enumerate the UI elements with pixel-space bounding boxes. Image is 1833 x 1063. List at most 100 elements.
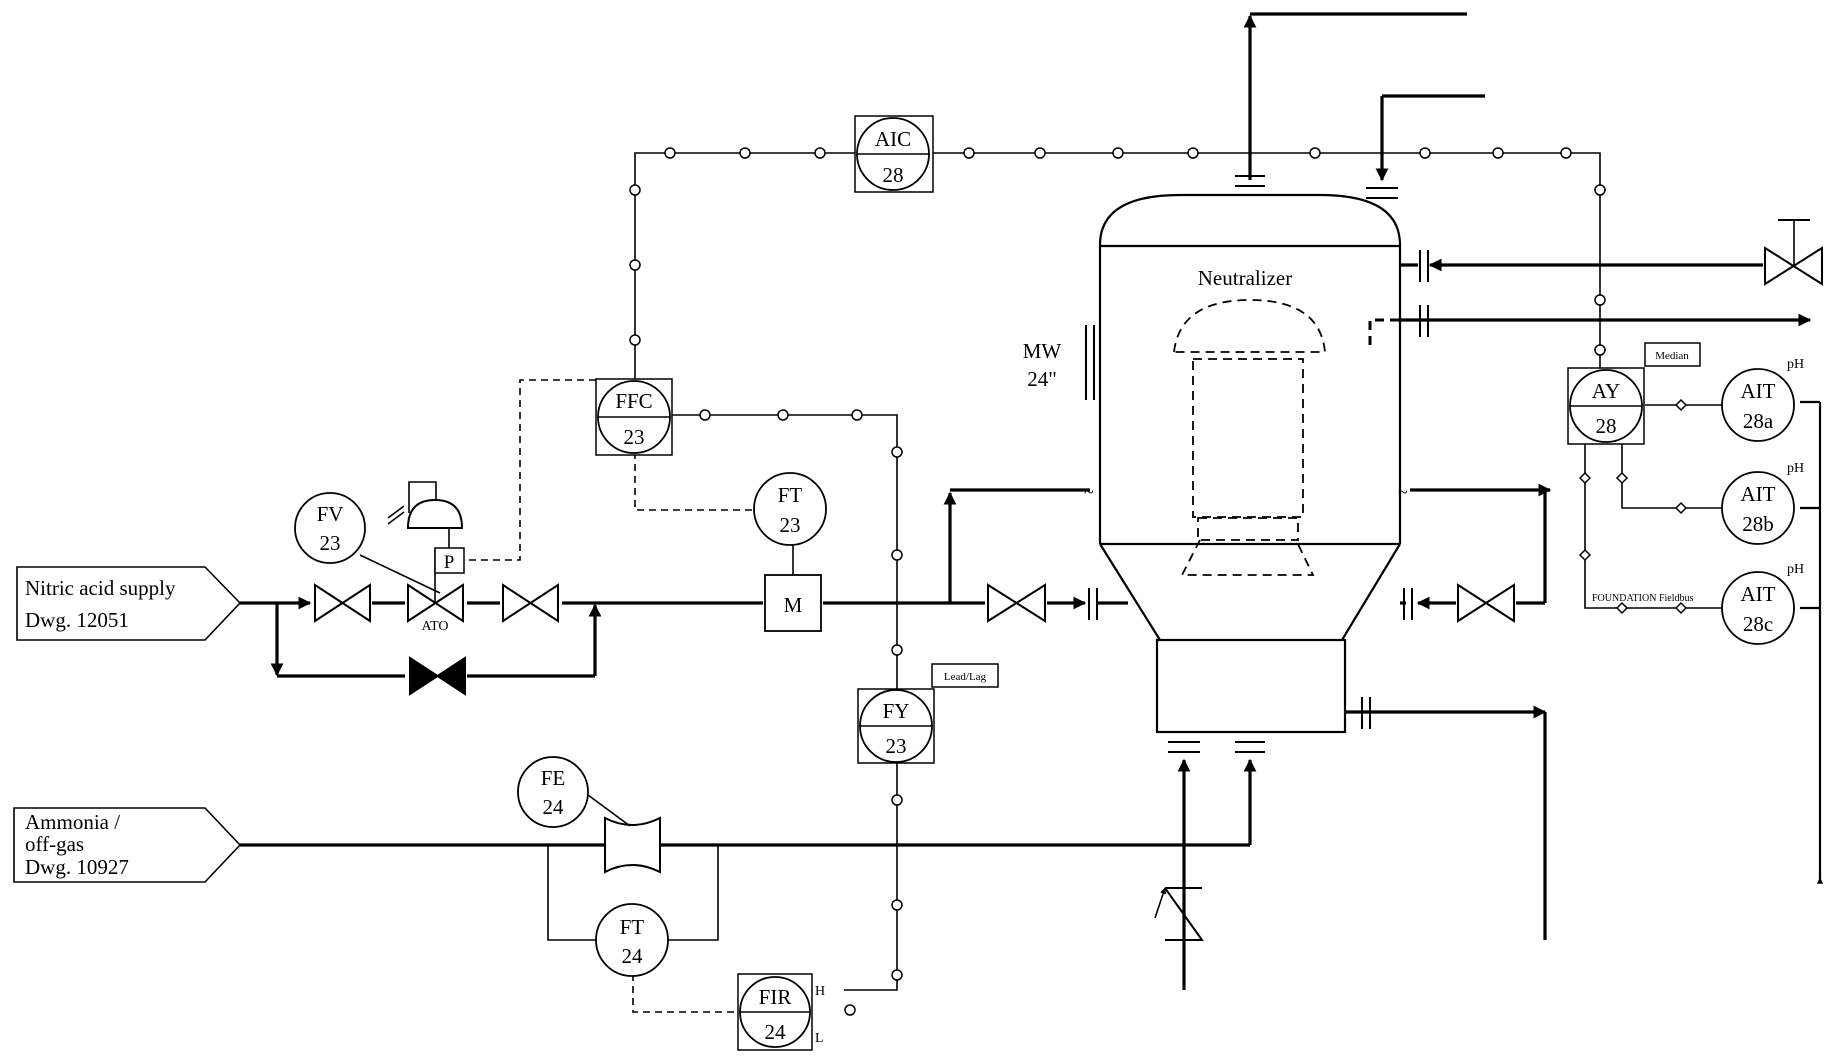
offpage-nitric: Nitric acid supply Dwg. 12051 [16,566,242,641]
link-dot [851,409,863,421]
ammonia-line3: Dwg. 10927 [25,855,129,879]
process-piping: Nitric acid supply Dwg. 12051 P [13,12,1824,990]
fv23-tag: FV [317,502,344,526]
motor-label: M [784,593,803,617]
actuator-icon [406,498,464,529]
ato-label: ATO [422,619,449,634]
link-dot [891,969,903,981]
ait28b-unit: pH [1787,461,1804,476]
link-dot [629,334,641,346]
fieldbus-diamond [1674,501,1688,515]
fir24-low: L [815,1031,824,1046]
link-dot [777,409,789,421]
hand-valve-right-top[interactable] [1764,219,1823,286]
ait28c-unit: pH [1787,562,1804,577]
ait28b-tag: AIT [1741,482,1776,506]
instrument-fv23[interactable]: FV 23 [294,492,366,564]
instrument-fir24[interactable]: FIR 24 H L [737,973,825,1051]
fieldbus-diamond [1674,601,1688,615]
fieldbus-diamond [1615,471,1629,485]
link-dot [891,899,903,911]
link-dot [629,259,641,271]
ft24-tag: FT [620,915,645,939]
fieldbus-diamond [1578,548,1592,562]
positioner-label: P [444,552,455,573]
instrument-ffc23[interactable]: FFC 23 [595,378,673,456]
check-valve [1154,887,1204,941]
ay28-num: 28 [1596,414,1617,438]
instrument-aic28[interactable]: AIC 28 [854,115,934,193]
instrument-ft24[interactable]: FT 24 [595,903,669,977]
fe24-num: 24 [543,795,565,819]
fy23-tag: FY [883,699,910,723]
instrument-ait28a[interactable]: AIT 28a pH [1721,357,1804,442]
nozzle-mark-left: ~ [1084,482,1094,502]
link-dot [1560,147,1572,159]
ait28a-unit: pH [1787,357,1804,372]
link-dot [1419,147,1431,159]
link-dot [891,794,903,806]
hand-valve-1[interactable] [314,583,371,623]
manway: MW 24" [1023,325,1095,400]
manway-size: 24" [1027,367,1057,391]
link-dot [891,446,903,458]
fieldbus-diamond [1615,601,1629,615]
fy23-num: 23 [886,734,907,758]
link-dot [1492,147,1504,159]
ft24-num: 24 [622,944,644,968]
fy23-function: Lead/Lag [944,671,987,683]
link-dot [1594,344,1606,356]
motor-m: M [764,574,822,632]
ammonia-line1: Ammonia / [25,810,120,834]
offpage-ammonia: Ammonia / off-gas Dwg. 10927 [13,807,242,883]
link-dot [1034,147,1046,159]
signal-lines [359,152,1722,1013]
instrument-fy23[interactable]: FY 23 Lead/Lag [857,663,999,764]
ait28c-num: 28c [1743,612,1773,636]
fir24-num: 24 [765,1020,787,1044]
link-dot [1309,147,1321,159]
instrument-ft23[interactable]: FT 23 [753,472,827,546]
ammonia-line2: off-gas [25,832,84,856]
ait28a-tag: AIT [1741,379,1776,403]
ffc23-tag: FFC [615,389,652,413]
fieldbus-diamonds [1578,398,1688,615]
fir24-high: H [815,984,825,999]
hand-valve-right-bottom[interactable] [1457,583,1515,623]
control-valve-fv23[interactable]: P ATO [387,481,465,634]
link-dot [963,147,975,159]
link-dot [1594,184,1606,196]
flow-element-fe24 [604,816,661,874]
link-dot [699,409,711,421]
ay28-function: Median [1655,350,1689,362]
link-dot [891,644,903,656]
link-dot [814,147,826,159]
link-dot [844,1004,856,1016]
instrument-ay28[interactable]: AY 28 Median [1567,342,1701,445]
hand-valve-2[interactable] [502,583,559,623]
bypass-valve[interactable] [409,656,466,696]
fe24-tag: FE [541,766,566,790]
fir24-tag: FIR [759,985,792,1009]
link-dot [1112,147,1124,159]
ffc23-num: 23 [624,425,645,449]
aic28-tag: AIC [875,127,911,151]
instrument-fe24[interactable]: FE 24 [517,756,589,828]
fieldbus-diamond [1674,398,1688,412]
positioner-box [434,547,465,574]
link-dot [739,147,751,159]
instrument-ait28b[interactable]: AIT 28b pH [1721,461,1804,545]
vessel-internals [1172,299,1326,576]
fieldbus-label: FOUNDATION Fieldbus [1592,593,1694,604]
nitric-line1: Nitric acid supply [25,576,176,600]
link-dot [629,184,641,196]
nozzle-mark-right: ~ [1398,482,1408,502]
hand-valve-3[interactable] [987,583,1046,623]
instrument-ait28c[interactable]: AIT 28c pH [1721,562,1804,645]
software-link-dots [629,147,1606,1016]
ait28a-num: 28a [1743,409,1774,433]
fieldbus-diamond [1578,471,1592,485]
aic28-num: 28 [883,163,904,187]
ft23-tag: FT [778,483,803,507]
